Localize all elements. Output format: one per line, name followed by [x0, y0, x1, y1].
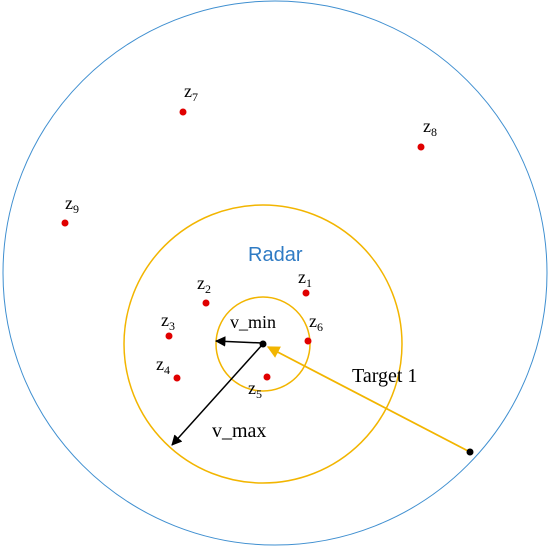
- point-label-z2: z2: [197, 273, 211, 296]
- point-z2: [202, 299, 210, 307]
- v-min-arrow: [214, 336, 263, 347]
- v-max-label: v_max: [212, 420, 266, 442]
- point-label-z4: z4: [156, 354, 170, 377]
- v-max-circle: [123, 204, 403, 484]
- point-label-z6: z6: [309, 311, 323, 334]
- point-z3: [165, 332, 173, 340]
- v-max-arrow: [171, 344, 263, 446]
- point-label-z8: z8: [423, 116, 437, 139]
- point-z6: [304, 337, 312, 345]
- radar-center-point: [259, 340, 267, 348]
- point-z5: [263, 373, 271, 381]
- point-z8: [417, 143, 425, 151]
- point-label-z3: z3: [161, 310, 175, 333]
- point-label-z7: z7: [184, 81, 198, 104]
- target-label: Target 1: [352, 365, 417, 387]
- point-label-z9: z9: [65, 193, 79, 216]
- point-z7: [179, 108, 187, 116]
- radar-label: Radar: [248, 244, 303, 266]
- point-z4: [173, 374, 181, 382]
- target-point: [466, 448, 474, 456]
- point-label-z1: z1: [298, 267, 312, 290]
- point-z9: [61, 219, 69, 227]
- target-arrow: [266, 346, 471, 453]
- point-z1: [302, 289, 310, 297]
- v-min-label: v_min: [230, 312, 276, 332]
- point-label-z5: z5: [248, 378, 262, 401]
